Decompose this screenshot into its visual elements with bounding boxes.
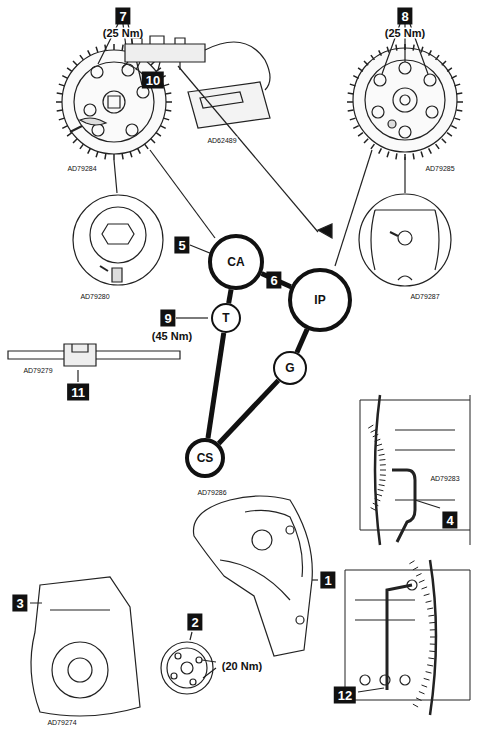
callout-number: 5 <box>174 237 189 254</box>
pulley: CA <box>208 234 264 290</box>
timing-belt <box>208 333 224 438</box>
callout-number: 1 <box>320 572 335 589</box>
callout-number: 3 <box>12 595 27 612</box>
timing-belt <box>219 380 279 443</box>
callout-number: 12 <box>334 687 356 704</box>
figure-code: AD79279 <box>22 367 53 374</box>
figure-code: AD79287 <box>409 293 440 300</box>
pulley-label: G <box>285 361 294 375</box>
pulley: G <box>273 351 307 385</box>
torque-value: (25 Nm) <box>102 28 144 39</box>
pulley-label: CA <box>227 255 244 269</box>
timing-belt <box>229 290 231 304</box>
pulley-label: T <box>222 311 229 325</box>
pulley-label: IP <box>314 293 325 307</box>
figure-code: AD79284 <box>66 165 97 172</box>
pulley: CS <box>185 438 225 478</box>
callout-number: 10 <box>142 72 164 89</box>
callout-number: 2 <box>187 614 202 631</box>
pulley: T <box>211 303 241 333</box>
figure-code: AD79286 <box>196 489 227 496</box>
torque-value: (25 Nm) <box>384 28 426 39</box>
callout-number: 6 <box>266 272 281 289</box>
callout-number: 4 <box>442 512 457 529</box>
timing-belt <box>297 329 307 352</box>
figure-code: AD79280 <box>79 293 110 300</box>
figure-code: AD79274 <box>46 719 77 726</box>
callout-number: 7 <box>115 8 130 25</box>
pulley: IP <box>288 268 352 332</box>
torque-value: (20 Nm) <box>221 661 263 672</box>
callout-number: 11 <box>67 384 89 401</box>
callout-number: 8 <box>397 8 412 25</box>
callout-number: 9 <box>160 310 175 327</box>
torque-value: (45 Nm) <box>151 331 193 342</box>
figure-code: AD62489 <box>206 137 237 144</box>
figure-code: AD79285 <box>424 165 455 172</box>
figure-code: AD79283 <box>429 475 460 482</box>
pulley-label: CS <box>197 451 214 465</box>
